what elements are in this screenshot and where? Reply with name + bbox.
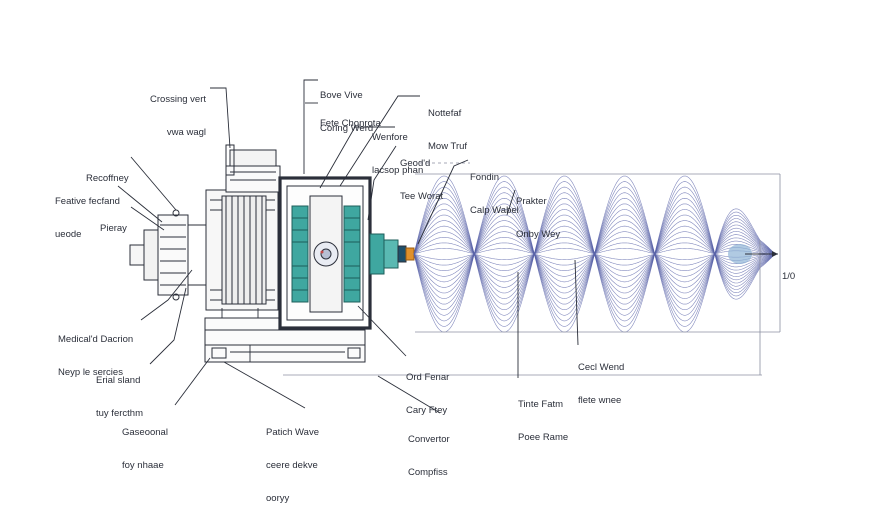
leader-lines [117, 79, 579, 414]
label-convertor: Convertor Compfiss [408, 434, 450, 478]
label-fondin: Fondin Calp Wabel [470, 172, 519, 216]
label-bove-vive: Bove Vive Coring Werd [320, 90, 374, 134]
label-erial: Erial sland tuy fercthm [96, 375, 143, 419]
label-fete: Fete Chonrota [320, 118, 381, 129]
waveform-group [413, 175, 776, 333]
rotor-casing [278, 176, 372, 330]
motor-housing [205, 189, 279, 311]
label-geodd: Geod'd Tee Worat [400, 158, 444, 202]
label-dimension: 1/0 [782, 271, 796, 282]
waveform-frame [283, 162, 781, 376]
label-ord-fenar: Ord Fenar Cary Ftey [406, 372, 450, 416]
axis-ticks [221, 308, 259, 362]
top-fitting [225, 144, 281, 193]
output-shaft [369, 233, 415, 275]
label-feative: Feative fecfand ueode [55, 196, 120, 240]
dimension-marker [745, 251, 778, 257]
label-wenfore: Wenfore lacsop phan [372, 132, 424, 176]
wave-strand [413, 253, 776, 333]
label-nottefaf: Nottefaf Mow Truf [428, 108, 468, 152]
label-pieray: Pieray [100, 223, 127, 234]
label-cecl-wend: Cecl Wend flete wnee [578, 362, 625, 406]
label-tinte-fatm: Tinte Fatm Poee Rame [518, 399, 569, 443]
label-recoffney: Recoffney [86, 173, 129, 184]
label-medical: Medical'd Dacrion Neyp le sercies [58, 334, 134, 378]
label-gaseoonal: Gaseoonal foy nhaae [122, 427, 168, 471]
label-patich-wave: Patich Wave ceere dekve ooryy [266, 427, 319, 504]
machine-assembly [129, 144, 415, 363]
label-crossing-wire: Crossing vert vwa wagl [150, 94, 206, 138]
label-prakter: Prakter Onby Wey [516, 196, 561, 240]
wave-tip [728, 244, 752, 264]
input-flange [129, 209, 207, 301]
